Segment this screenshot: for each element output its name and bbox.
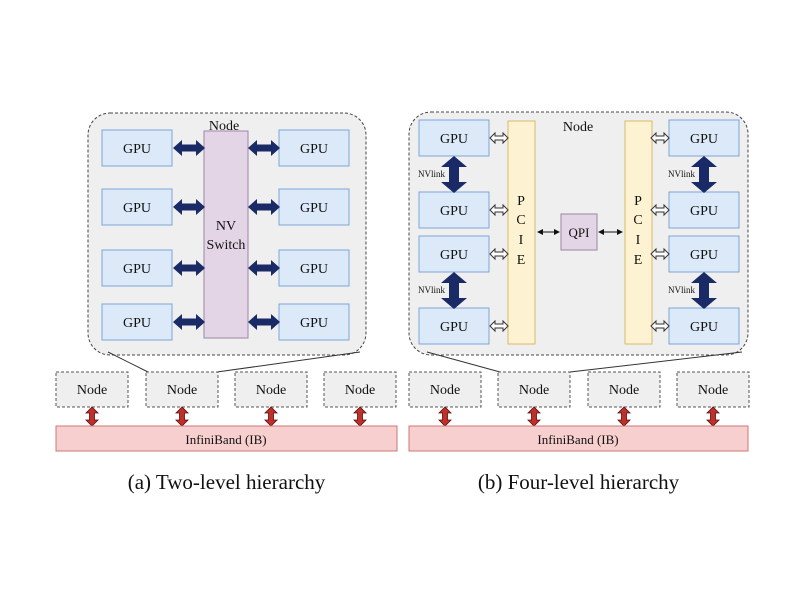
gpu-label: GPU bbox=[440, 248, 468, 263]
pcie-letter: C bbox=[516, 213, 525, 228]
gpu-label: GPU bbox=[440, 204, 468, 219]
ib-arrow bbox=[527, 406, 541, 427]
ib-arrow bbox=[175, 406, 189, 427]
pcie-bar-left bbox=[507, 120, 536, 345]
qpi-block bbox=[560, 213, 598, 251]
gpu-a-l2: GPU bbox=[101, 188, 173, 226]
gpu-b-l3: GPU bbox=[418, 235, 490, 273]
gpu-label: GPU bbox=[300, 316, 328, 331]
pcie-letter: E bbox=[634, 253, 643, 268]
cluster-node-b4: Node bbox=[676, 371, 750, 408]
cluster-node-a1: Node bbox=[55, 371, 129, 408]
cluster-node-label: Node bbox=[256, 383, 286, 398]
infiniband-label-a: InfiniBand (IB) bbox=[185, 432, 266, 447]
panel-a: Node NV Switch GPU GPU GPU GPU GPU GPU bbox=[55, 112, 398, 452]
pcie-letter: P bbox=[517, 194, 525, 209]
infiniband-label-b: InfiniBand (IB) bbox=[537, 432, 618, 447]
nvlink-label: NVlink bbox=[668, 285, 696, 295]
gpu-label: GPU bbox=[123, 262, 151, 277]
cluster-node-label: Node bbox=[167, 383, 197, 398]
cluster-node-b2: Node bbox=[497, 371, 571, 408]
cluster-node-b1: Node bbox=[408, 371, 482, 408]
gpu-label: GPU bbox=[123, 201, 151, 216]
gpu-label: GPU bbox=[690, 204, 718, 219]
cluster-node-a4: Node bbox=[323, 371, 397, 408]
caption-a: (a) Two-level hierarchy bbox=[127, 470, 326, 494]
gpu-label: GPU bbox=[440, 132, 468, 147]
cluster-node-label: Node bbox=[609, 383, 639, 398]
ib-arrow bbox=[617, 406, 631, 427]
gpu-a-r3: GPU bbox=[278, 249, 350, 287]
ib-arrow bbox=[706, 406, 720, 427]
gpu-a-l1: GPU bbox=[101, 129, 173, 167]
gpu-label: GPU bbox=[690, 248, 718, 263]
panel-b: Node P C I E P C I E QPI GPU GPU GPU bbox=[408, 111, 750, 452]
gpu-label: GPU bbox=[300, 262, 328, 277]
gpu-label: GPU bbox=[690, 320, 718, 335]
pcie-letter: I bbox=[636, 233, 641, 248]
gpu-b-r3: GPU bbox=[668, 235, 740, 273]
nvlink-label: NVlink bbox=[418, 285, 446, 295]
nv-switch-label-line2: Switch bbox=[207, 238, 246, 253]
node-a-title: Node bbox=[209, 119, 239, 134]
gpu-a-r4: GPU bbox=[278, 303, 350, 341]
qpi-label: QPI bbox=[569, 225, 590, 240]
nv-switch-label-line1: NV bbox=[216, 219, 236, 234]
gpu-a-l4: GPU bbox=[101, 303, 173, 341]
ib-arrow bbox=[85, 406, 99, 427]
pcie-letter: E bbox=[517, 253, 526, 268]
nvlink-label: NVlink bbox=[418, 169, 446, 179]
pcie-letter: C bbox=[633, 213, 642, 228]
gpu-label: GPU bbox=[690, 132, 718, 147]
gpu-b-l2: GPU bbox=[418, 191, 490, 229]
gpu-label: GPU bbox=[300, 142, 328, 157]
cluster-node-a3: Node bbox=[234, 371, 308, 408]
nv-switch bbox=[203, 130, 249, 339]
caption-b: (b) Four-level hierarchy bbox=[477, 470, 680, 494]
infiniband-bar-a bbox=[55, 425, 398, 452]
zoom-line bbox=[569, 351, 743, 373]
gpu-label: GPU bbox=[300, 201, 328, 216]
zoom-line bbox=[426, 351, 501, 373]
zoom-line bbox=[216, 351, 361, 373]
gpu-label: GPU bbox=[123, 142, 151, 157]
gpu-label: GPU bbox=[440, 320, 468, 335]
ib-arrow bbox=[264, 406, 278, 427]
cluster-node-label: Node bbox=[519, 383, 549, 398]
gpu-b-l1: GPU bbox=[418, 119, 490, 157]
pcie-letter: P bbox=[634, 194, 642, 209]
cluster-node-b3: Node bbox=[587, 371, 661, 408]
cluster-node-label: Node bbox=[345, 383, 375, 398]
gpu-b-r1: GPU bbox=[668, 119, 740, 157]
gpu-label: GPU bbox=[123, 316, 151, 331]
gpu-b-l4: GPU bbox=[418, 307, 490, 345]
gpu-a-l3: GPU bbox=[101, 249, 173, 287]
pcie-bar-right bbox=[624, 120, 653, 345]
cluster-node-a2: Node bbox=[145, 371, 219, 408]
cluster-node-label: Node bbox=[77, 383, 107, 398]
ib-arrow bbox=[353, 406, 367, 427]
cluster-node-label: Node bbox=[430, 383, 460, 398]
infiniband-bar-b bbox=[408, 425, 749, 452]
gpu-b-r2: GPU bbox=[668, 191, 740, 229]
gpu-a-r2: GPU bbox=[278, 188, 350, 226]
ib-arrow bbox=[438, 406, 452, 427]
nvlink-label: NVlink bbox=[668, 169, 696, 179]
gpu-a-r1: GPU bbox=[278, 129, 350, 167]
gpu-b-r4: GPU bbox=[668, 307, 740, 345]
pcie-letter: I bbox=[519, 233, 524, 248]
zoom-line bbox=[107, 351, 149, 373]
node-b-title: Node bbox=[563, 120, 593, 135]
cluster-node-label: Node bbox=[698, 383, 728, 398]
